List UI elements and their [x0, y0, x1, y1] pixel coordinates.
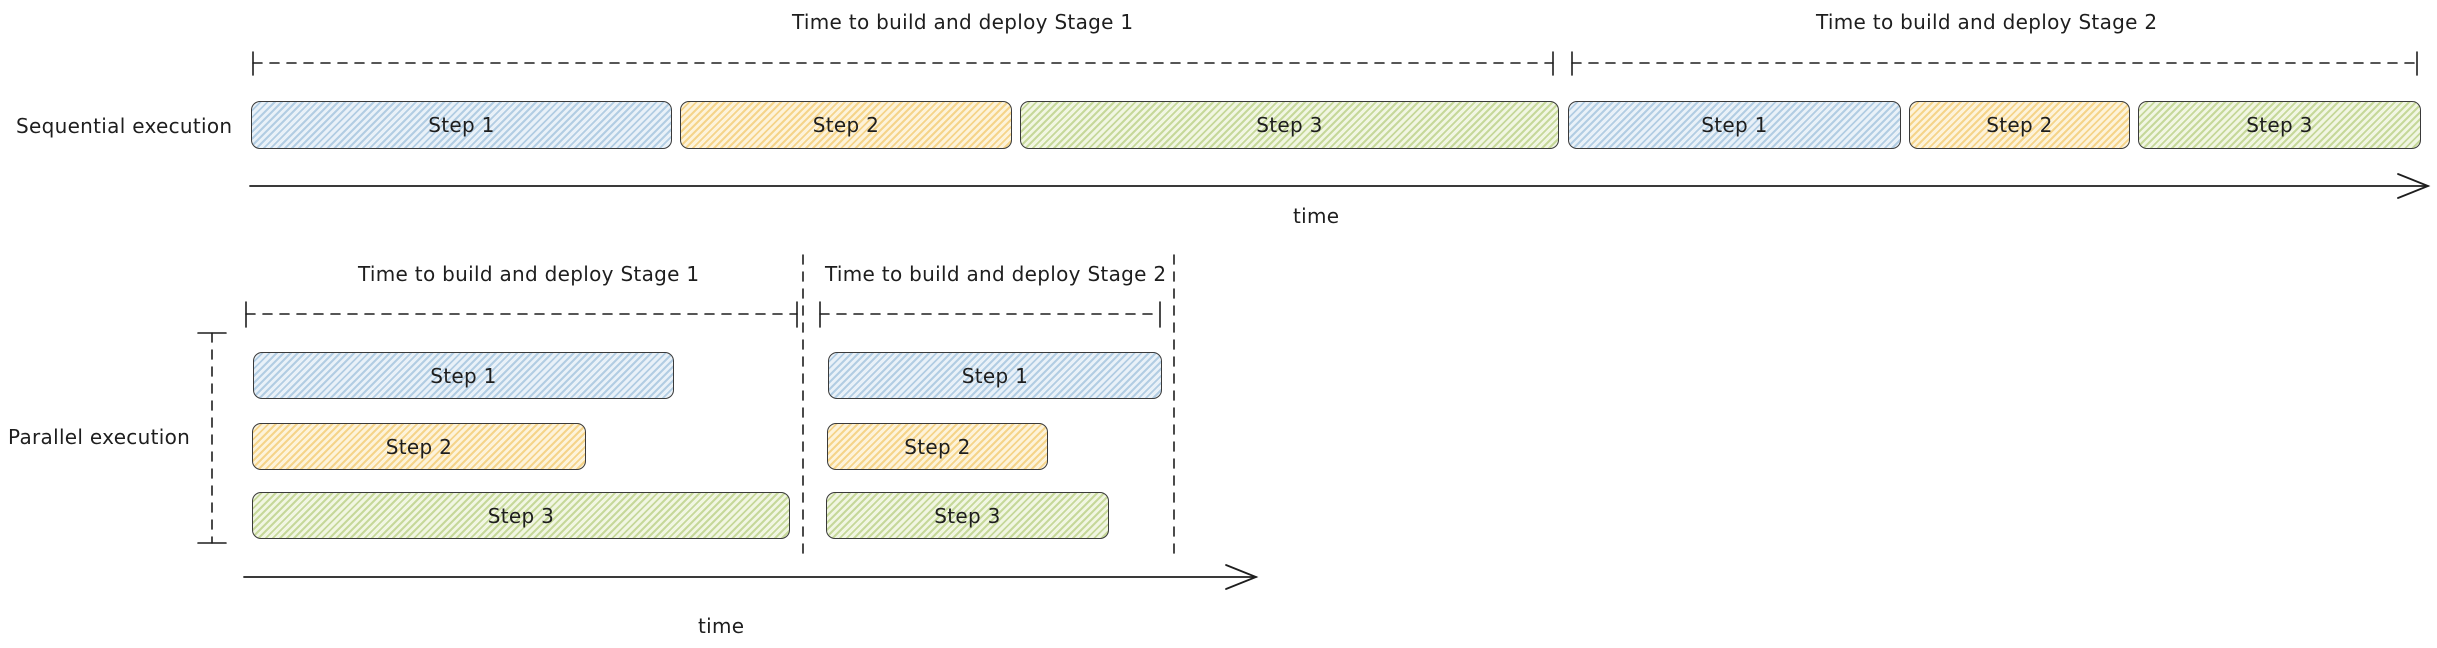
seq-stage2-step3: Step 3: [2138, 101, 2421, 149]
step-label: Step 3: [2246, 113, 2313, 137]
sequential-row-label: Sequential execution: [16, 114, 233, 138]
seq-stage2-step1: Step 1: [1568, 101, 1901, 149]
par-stage1-step1: Step 1: [253, 352, 674, 399]
par-stage2-step2: Step 2: [827, 423, 1048, 470]
step-label: Step 2: [1986, 113, 2053, 137]
seq-time-axis-arrowhead: [2397, 173, 2431, 199]
step-label: Step 1: [961, 363, 1029, 388]
par-stage2-step1: Step 1: [828, 352, 1162, 399]
par-stage1-label: Time to build and deploy Stage 1: [358, 262, 700, 286]
step-label: Step 1: [430, 363, 497, 388]
par-time-axis-arrowhead: [1225, 564, 1259, 590]
step-label: Step 2: [904, 434, 971, 459]
step-label: Step 3: [934, 503, 1001, 528]
step-label: Step 1: [1701, 113, 1768, 137]
step-label: Step 3: [1256, 113, 1323, 137]
step-label: Step 1: [428, 113, 495, 137]
par-stage2-label: Time to build and deploy Stage 2: [825, 262, 1167, 286]
step-label: Step 2: [385, 434, 453, 459]
par-stage1-step3: Step 3: [252, 492, 790, 539]
seq-stage2-step2: Step 2: [1909, 101, 2130, 149]
parallel-row-label: Parallel execution: [8, 425, 191, 449]
step-label: Step 2: [812, 113, 880, 137]
step-label: Step 3: [487, 503, 555, 528]
seq-stage2-label: Time to build and deploy Stage 2: [1816, 10, 2158, 34]
par-time-axis-label: time: [698, 614, 745, 638]
seq-stage1-label: Time to build and deploy Stage 1: [792, 10, 1134, 34]
seq-time-axis-label: time: [1293, 204, 1340, 228]
par-stage2-step3: Step 3: [826, 492, 1109, 539]
seq-stage1-step2: Step 2: [680, 101, 1012, 149]
seq-stage1-step3: Step 3: [1020, 101, 1559, 149]
par-stage1-step2: Step 2: [252, 423, 586, 470]
seq-stage1-step1: Step 1: [251, 101, 672, 149]
